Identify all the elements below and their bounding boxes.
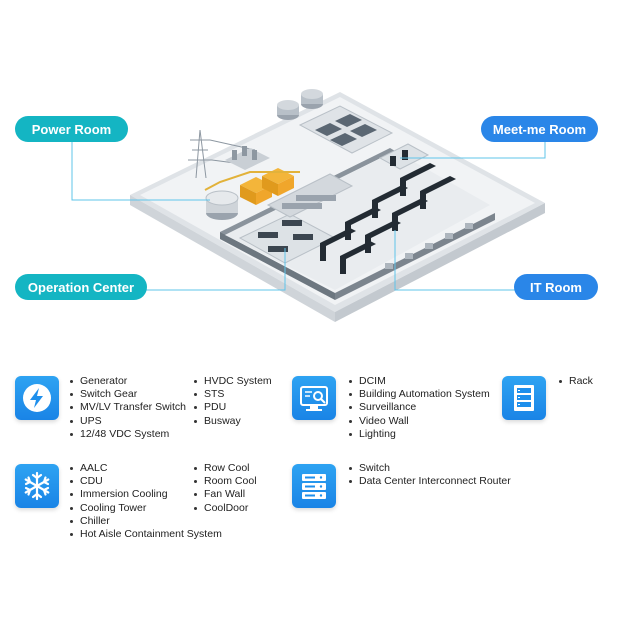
cooling-items-col1: AALC CDU Immersion Cooling Cooling Tower… (70, 462, 222, 541)
power-items-col1: Generator Switch Gear MV/LV Transfer Swi… (70, 375, 186, 441)
lightning-bolt-icon (15, 376, 59, 420)
network-items: Switch Data Center Interconnect Router (349, 462, 511, 488)
callout-it-room: IT Room (514, 274, 598, 300)
list-item: Fan Wall (194, 488, 257, 501)
callout-operation-center: Operation Center (15, 274, 147, 300)
list-item: Rack (559, 375, 593, 388)
list-item: MV/LV Transfer Switch (70, 401, 186, 414)
list-item: Generator (70, 375, 186, 388)
monitor-magnifier-icon (292, 376, 336, 420)
list-item: PDU (194, 401, 272, 414)
list-item: Building Automation System (349, 388, 490, 401)
list-item: Switch (349, 462, 511, 475)
list-item: Room Cool (194, 475, 257, 488)
list-item: Immersion Cooling (70, 488, 222, 501)
list-item: Hot Aisle Containment System (70, 528, 222, 541)
list-item: Cooling Tower (70, 502, 222, 515)
switchgear-room (266, 173, 354, 218)
list-item: 12/48 VDC System (70, 428, 186, 441)
list-item: Switch Gear (70, 388, 186, 401)
server-rack-icon (502, 376, 546, 420)
list-item: HVDC System (194, 375, 272, 388)
callout-power-room: Power Room (15, 116, 128, 142)
monitoring-items: DCIM Building Automation System Surveill… (349, 375, 490, 441)
list-item: Chiller (70, 515, 222, 528)
meet-me-room (378, 143, 430, 170)
generators (204, 168, 300, 205)
list-item: CDU (70, 475, 222, 488)
fuel-tank (205, 190, 239, 220)
data-center-illustration (71, 89, 546, 322)
list-item: Row Cool (194, 462, 257, 475)
list-item: Lighting (349, 428, 490, 441)
network-switch-icon (292, 464, 336, 508)
server-rack-rows (320, 163, 456, 274)
chiller-yard (298, 105, 394, 154)
list-item: STS (194, 388, 272, 401)
rack-items: Rack (559, 375, 593, 388)
cooling-water-tanks (277, 89, 323, 120)
crah-units (385, 223, 473, 269)
list-item: DCIM (349, 375, 490, 388)
substation (225, 146, 270, 170)
callout-meet-me-room: Meet-me Room (481, 116, 598, 142)
list-item: CoolDoor (194, 502, 257, 515)
list-item: Busway (194, 415, 272, 428)
power-items-col2: HVDC System STS PDU Busway (194, 375, 272, 428)
list-item: AALC (70, 462, 222, 475)
list-item: Surveillance (349, 401, 490, 414)
list-item: UPS (70, 415, 186, 428)
list-item: Data Center Interconnect Router (349, 475, 511, 488)
list-item: Video Wall (349, 415, 490, 428)
cooling-items-col2: Row Cool Room Cool Fan Wall CoolDoor (194, 462, 257, 515)
snowflake-icon (15, 464, 59, 508)
